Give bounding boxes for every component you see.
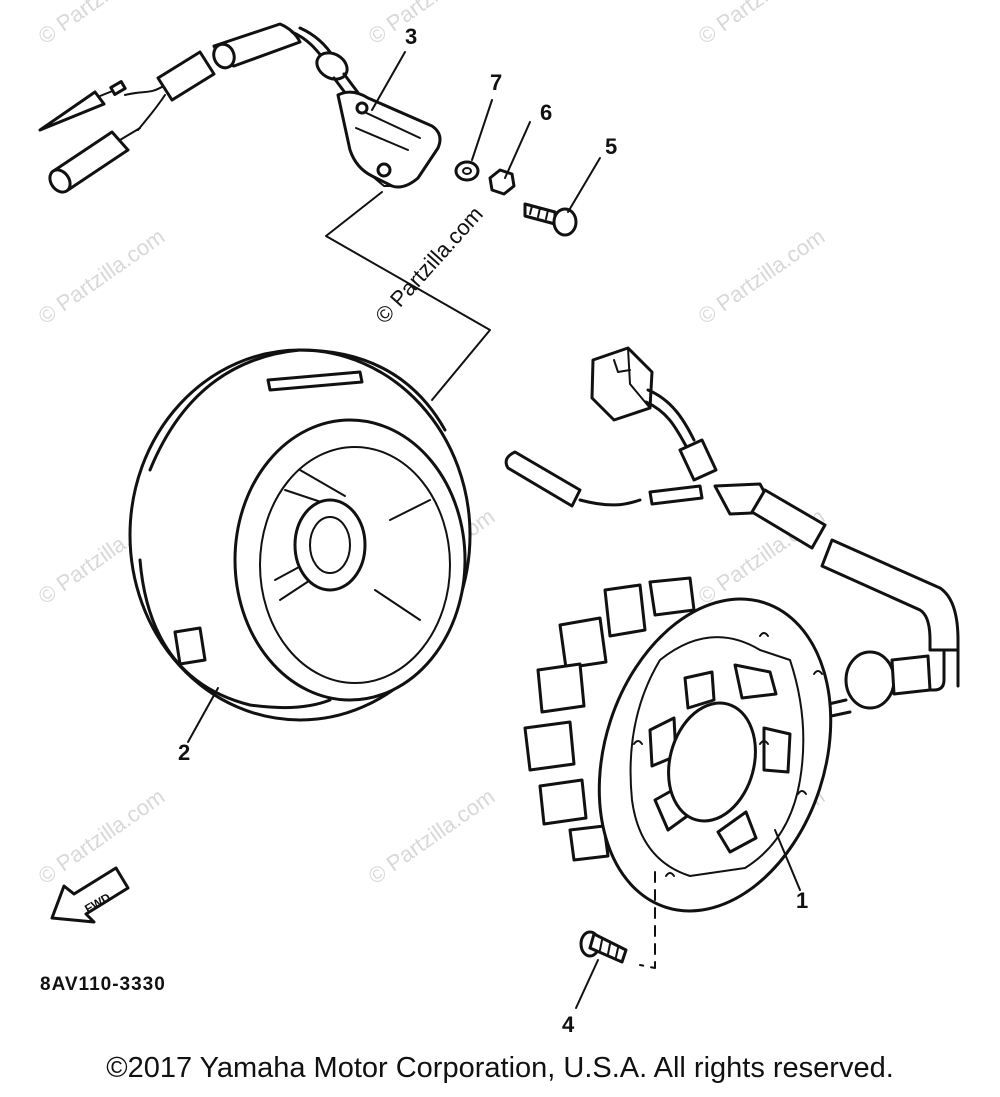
leader-line-1	[774, 829, 801, 891]
stator-pole	[523, 720, 576, 772]
rotor-slot	[266, 370, 364, 392]
stator-grommet	[844, 650, 896, 710]
plate-cutout	[762, 726, 792, 774]
watermark-text: © Partzilla.com	[34, 784, 170, 890]
watermark-text: © Partzilla.com	[364, 0, 500, 49]
flywheel-rotor-part-2	[128, 348, 472, 743]
rotor-slot	[173, 626, 207, 666]
watermark-text: © Partzilla.com	[694, 0, 830, 49]
bullet-connector-pointed	[38, 90, 106, 132]
exploded-parts-diagram: © Partzilla.com © Partzilla.com © Partzi…	[34, 0, 960, 1037]
screw-part-5	[523, 157, 601, 237]
washer-part-7	[454, 99, 493, 182]
stator-pole	[536, 662, 586, 714]
watermark-text: © Partzilla.com	[694, 224, 830, 330]
harness-tube	[820, 538, 960, 652]
plate-cutout	[716, 810, 758, 854]
leader-line-2	[187, 687, 219, 743]
stator-pole	[558, 616, 608, 670]
callout-number-7: 7	[490, 70, 502, 95]
stator-assembly-part-1	[504, 346, 960, 913]
part-diagram-code: 8AV110-3330	[40, 974, 166, 995]
stator-pole	[568, 824, 610, 862]
rotor-hub	[293, 498, 367, 592]
watermark-text: © Partzilla.com	[364, 784, 500, 890]
pickup-coil-assembly	[38, 22, 442, 194]
callout-number-4: 4	[562, 1012, 575, 1037]
watermark-text: © Partzilla.com	[34, 224, 170, 330]
watermark-text: © Partzilla.com	[34, 0, 170, 49]
stator-pole	[603, 583, 647, 638]
wire-sleeve	[156, 50, 216, 102]
callout-number-2: 2	[178, 740, 190, 765]
nut-part-6	[488, 121, 531, 196]
leader-line-3	[371, 51, 406, 111]
callout-number-1: 1	[796, 888, 808, 913]
screw-part-4	[575, 871, 656, 1009]
bullet-tip	[109, 80, 127, 96]
wire-sleeve-stator	[678, 438, 718, 482]
plate-cutout	[683, 670, 716, 710]
plate-cutout	[733, 663, 778, 700]
pickup-coil-body	[336, 90, 442, 189]
stator-center-hole	[667, 701, 757, 823]
coupler-connector	[590, 346, 654, 422]
callout-number-6: 6	[540, 100, 552, 125]
callout-number-5: 5	[605, 134, 617, 159]
stator-pole	[538, 778, 588, 826]
assembly-guide-line	[325, 191, 491, 401]
center-watermark-text: © Partzilla.com	[370, 201, 488, 328]
callout-number-3: 3	[405, 24, 417, 49]
copyright-notice: ©2017 Yamaha Motor Corporation, U.S.A. A…	[106, 1052, 894, 1084]
stator-pole	[648, 576, 696, 617]
bullet-connector-stator	[504, 450, 582, 508]
